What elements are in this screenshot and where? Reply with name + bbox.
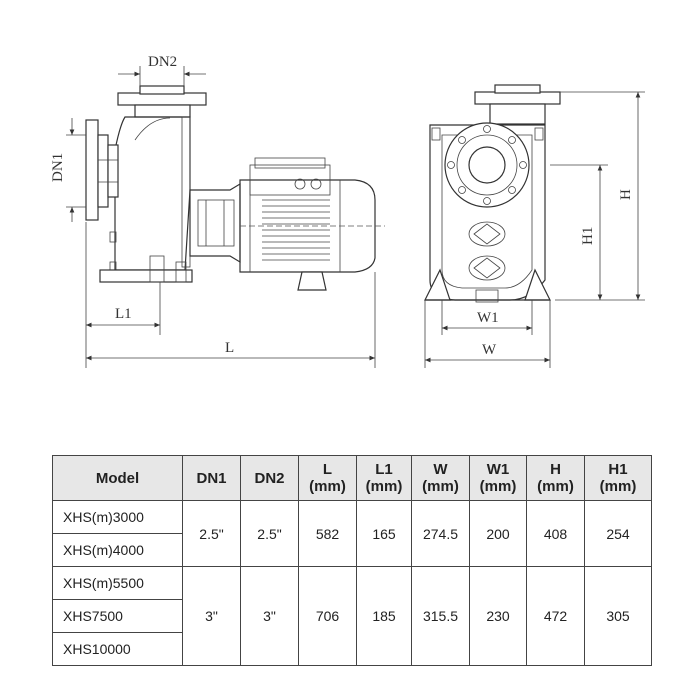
header-w: W(mm): [411, 455, 470, 501]
l-cell: 582: [298, 500, 357, 567]
dn2-cell: 2.5": [240, 500, 299, 567]
header-model: Model: [52, 455, 183, 501]
header-w1: W1(mm): [469, 455, 527, 501]
dn1-cell: 2.5": [182, 500, 241, 567]
table-row: XHS(m)3000 2.5" 2.5" 582 165 274.5 200 4…: [52, 500, 652, 567]
w-cell: 315.5: [411, 566, 470, 666]
h-cell: 472: [526, 566, 585, 666]
model-cell: XHS7500: [52, 599, 183, 633]
w1-cell: 200: [469, 500, 527, 567]
header-dn2: DN2: [240, 455, 299, 501]
header-dn1: DN1: [182, 455, 241, 501]
l1-cell: 165: [356, 500, 412, 567]
model-cell: XHS(m)5500: [52, 566, 183, 600]
l-cell: 706: [298, 566, 357, 666]
model-cell: XHS(m)4000: [52, 533, 183, 567]
spec-table: Model DN1 DN2 L(mm) L1(mm) W(mm) W1(mm) …: [52, 455, 652, 666]
l-label: L: [225, 340, 234, 356]
l1-cell: 185: [356, 566, 412, 666]
h1-cell: 305: [584, 566, 652, 666]
header-h: H(mm): [526, 455, 585, 501]
dn2-label: DN2: [148, 54, 177, 70]
header-h1: H1(mm): [584, 455, 652, 501]
h-cell: 408: [526, 500, 585, 567]
table-row: XHS(m)5500 3" 3" 706 185 315.5 230 472 3…: [52, 566, 652, 666]
w1-label: W1: [477, 310, 499, 326]
dn1-cell: 3": [182, 566, 241, 666]
dn1-label: DN1: [50, 153, 66, 182]
pump-dimension-drawing: DN2 DN1 L1 L: [50, 54, 645, 368]
header-l1: L1(mm): [356, 455, 412, 501]
w1-cell: 230: [469, 566, 527, 666]
front-dimensions: W1 W H1 H: [424, 91, 645, 368]
table-row: XHS10000: [52, 632, 652, 666]
dn2-cell: 3": [240, 566, 299, 666]
h1-cell: 254: [584, 500, 652, 567]
header-l: L(mm): [298, 455, 357, 501]
w-cell: 274.5: [411, 500, 470, 567]
model-cell: XHS(m)3000: [52, 500, 183, 534]
table-row: XHS(m)4000: [52, 533, 652, 567]
table-header-row: Model DN1 DN2 L(mm) L1(mm) W(mm) W1(mm) …: [52, 455, 652, 501]
h-label: H: [618, 189, 634, 200]
w-label: W: [482, 342, 497, 358]
side-dimensions: DN2 DN1 L1 L: [50, 54, 376, 368]
pump-front-view: [424, 84, 561, 303]
pump-side-view: [85, 85, 385, 291]
model-cell: XHS10000: [52, 632, 183, 666]
l1-label: L1: [115, 306, 132, 322]
h1-label: H1: [580, 227, 596, 245]
